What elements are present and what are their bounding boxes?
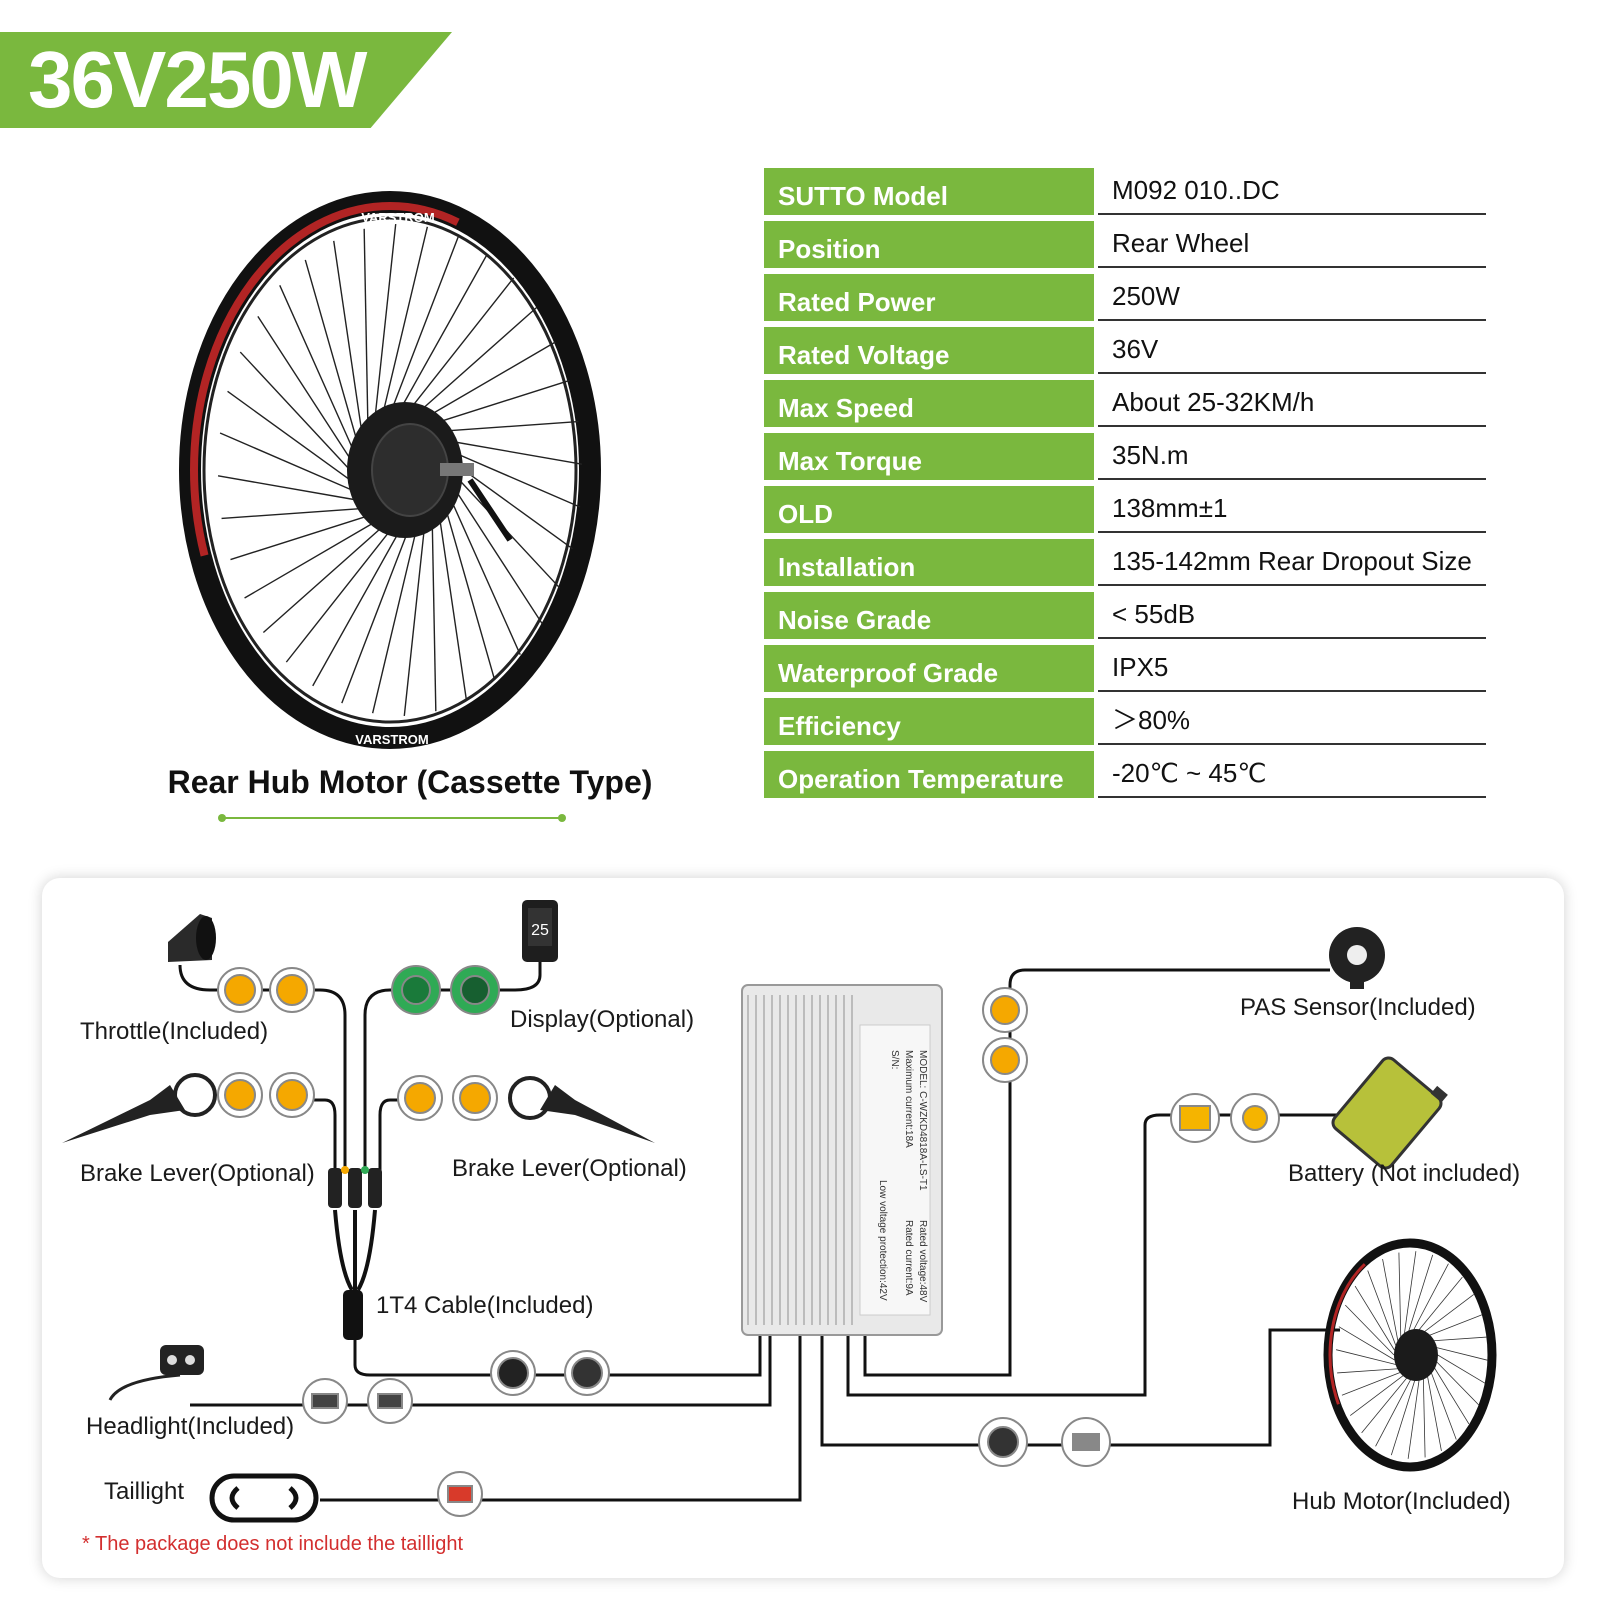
wiring-diagram-card — [42, 878, 1564, 1578]
display-label: Display(Optional) — [510, 1006, 695, 1033]
spoke — [304, 259, 358, 441]
spoke — [446, 490, 521, 655]
brake-lever-left-label: Brake Lever(Optional) — [80, 1160, 315, 1187]
spec-value: -20℃ ~ 45℃ — [1098, 751, 1486, 798]
hub-motor-label: Hub Motor(Included) — [1292, 1488, 1511, 1515]
spoke — [416, 306, 538, 415]
spoke — [244, 521, 376, 599]
spoke — [279, 285, 354, 450]
spoke — [230, 515, 369, 561]
spoke — [437, 508, 467, 700]
wheel-brand-bottom: VARSTROM — [355, 732, 428, 747]
spoke — [219, 432, 354, 492]
spec-value: 135-142mm Rear Dropout Size — [1098, 539, 1486, 586]
spoke — [257, 315, 352, 460]
spoke — [399, 253, 488, 411]
spec-label: Rated Voltage — [764, 327, 1094, 374]
spec-label: Max Speed — [764, 380, 1094, 427]
spoke — [333, 240, 363, 432]
taillight-label: Taillight — [104, 1478, 185, 1505]
spoke — [217, 475, 357, 501]
spec-label: Rated Power — [764, 274, 1094, 321]
cable-label: 1T4 Cable(Included) — [376, 1292, 594, 1319]
spoke — [312, 529, 401, 687]
rear-wheel-illustration: VARSTROM VARSTROM — [179, 191, 601, 822]
spec-label: Max Torque — [764, 433, 1094, 480]
spec-label: Position — [764, 221, 1094, 268]
wheel-brand-top: VARSTROM — [361, 210, 434, 225]
spec-row: Operation Temperature-20℃ ~ 45℃ — [764, 751, 1486, 804]
spoke — [431, 515, 437, 712]
spoke — [403, 521, 426, 717]
spec-label: Installation — [764, 539, 1094, 586]
spoke — [371, 526, 418, 714]
spec-value: IPX5 — [1098, 645, 1486, 692]
spoke — [363, 228, 369, 425]
headlight-label: Headlight(Included) — [86, 1413, 295, 1440]
brake-lever-right-label: Brake Lever(Optional) — [452, 1155, 687, 1182]
spec-label: Waterproof Grade — [764, 645, 1094, 692]
spoke — [390, 236, 459, 412]
spec-value: About 25-32KM/h — [1098, 380, 1486, 427]
spec-value: ＞80% — [1098, 698, 1486, 745]
spoke — [221, 507, 362, 520]
spec-value: 35N.m — [1098, 433, 1486, 480]
spoke — [382, 226, 429, 414]
spoke — [374, 223, 397, 419]
taillight-note: * The package does not include the taill… — [82, 1533, 464, 1555]
spoke — [448, 480, 543, 625]
spec-label: OLD — [764, 486, 1094, 533]
spoke — [262, 525, 384, 634]
spec-value: M092 010..DC — [1098, 168, 1486, 215]
throttle-label: Throttle(Included) — [80, 1018, 269, 1045]
spec-label: Noise Grade — [764, 592, 1094, 639]
spoke — [443, 439, 583, 465]
spec-value: < 55dB — [1098, 592, 1486, 639]
spoke — [431, 379, 570, 425]
battery-label: Battery (Not included) — [1288, 1160, 1521, 1187]
page-title: 36V250W — [28, 35, 367, 124]
spec-value: 250W — [1098, 274, 1486, 321]
spoke — [442, 499, 496, 681]
spec-row: Noise Grade< 55dB — [764, 592, 1486, 645]
spoke — [285, 528, 392, 663]
wheel-caption: Rear Hub Motor (Cassette Type) — [167, 764, 653, 800]
spec-label: SUTTO Model — [764, 168, 1094, 215]
spoke — [438, 420, 579, 433]
spec-value: Rear Wheel — [1098, 221, 1486, 268]
spoke — [446, 448, 581, 508]
spoke — [424, 341, 556, 419]
spoke — [239, 351, 351, 471]
title-banner — [0, 32, 452, 128]
spec-value: 138mm±1 — [1098, 486, 1486, 533]
spec-label: Efficiency — [764, 698, 1094, 745]
spec-row: Efficiency＞80% — [764, 698, 1486, 751]
pas-sensor-label: PAS Sensor(Included) — [1240, 994, 1476, 1021]
spoke — [408, 277, 515, 412]
spec-value: 36V — [1098, 327, 1486, 374]
spoke — [227, 390, 352, 481]
spec-label: Operation Temperature — [764, 751, 1094, 798]
spoke — [341, 528, 410, 704]
